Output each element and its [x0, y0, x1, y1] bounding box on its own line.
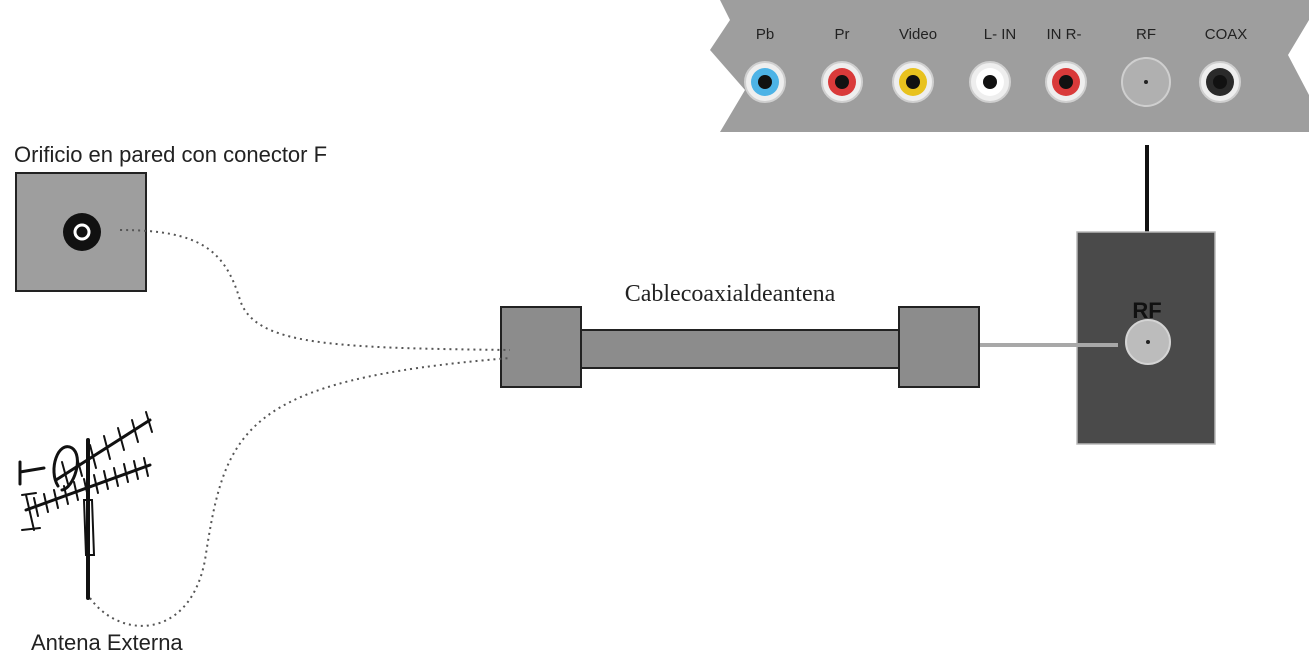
port-hole	[983, 75, 997, 89]
port-label: Pr	[835, 26, 850, 43]
coax-cable: Cablecoaxialdeantena	[500, 281, 980, 388]
f-connector-ring	[73, 223, 91, 241]
wall-outlet-label: Orificio en pared con conector F	[14, 142, 327, 167]
f-connector-icon	[63, 213, 101, 251]
port-label: L- IN	[984, 26, 1017, 43]
port-label: Video	[899, 26, 937, 43]
coax-cable-label: Cablecoaxialdeantena	[625, 281, 836, 307]
wall-to-cable-route	[119, 229, 511, 351]
port-hole	[906, 75, 920, 89]
panel-ports: Pb Pr Video L- IN IN R- RF COAX	[744, 26, 1248, 107]
port-label: Pb	[756, 26, 774, 43]
coax-left-connector	[500, 306, 582, 388]
tv-back-panel: Pb Pr Video L- IN IN R- RF COAX	[710, 0, 1309, 132]
wall-outlet: Orificio en pared con conector F	[14, 142, 327, 292]
coax-body	[579, 329, 901, 369]
antenna-icon	[18, 411, 153, 600]
port-label: IN R-	[1047, 26, 1082, 43]
port-hole	[1213, 75, 1227, 89]
antenna-to-cable-route	[89, 357, 511, 627]
port-pin	[1144, 80, 1148, 84]
rf-socket-pin	[1146, 340, 1150, 344]
port-label: COAX	[1205, 26, 1248, 43]
rf-input-box: RF	[1076, 231, 1216, 445]
antenna-label: Antena Externa	[31, 630, 183, 655]
port-hole	[835, 75, 849, 89]
port-label: RF	[1136, 26, 1156, 43]
port-hole	[1059, 75, 1073, 89]
port-hole	[758, 75, 772, 89]
coax-right-connector	[898, 306, 980, 388]
rf-label: RF	[1132, 298, 1161, 323]
